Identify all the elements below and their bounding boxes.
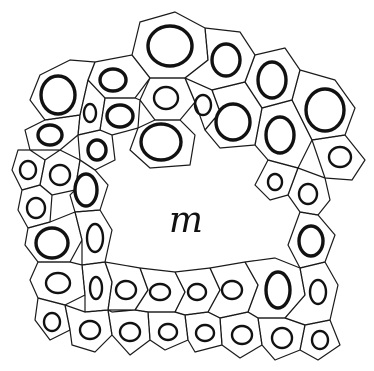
cell-lumen (120, 323, 140, 341)
cell-lumen (38, 125, 62, 145)
cell-lumen (196, 325, 214, 341)
cell-lumen (87, 224, 103, 252)
cell-wall (255, 160, 298, 200)
cell-lumen (148, 26, 192, 66)
cell-lumen (88, 140, 106, 160)
cell-wall (185, 28, 255, 90)
cell-lumen (312, 331, 328, 349)
cell-lumen (272, 328, 292, 348)
cell-wall (205, 82, 262, 148)
cell-lumen (41, 76, 75, 114)
cell-lumen (258, 62, 286, 98)
cell-lumen (44, 313, 60, 331)
cell-wall (148, 312, 188, 350)
cell-lumen (266, 272, 290, 308)
cell-lumen (154, 87, 178, 109)
cell-lumens (20, 26, 351, 349)
cell-lumen (150, 284, 170, 300)
cell-wall (108, 310, 150, 355)
cell-wall (78, 130, 115, 170)
cell-wall (220, 312, 262, 358)
cell-lumen (46, 273, 70, 293)
cell-wall (35, 298, 70, 340)
cell-lumen (306, 89, 344, 131)
cell-lumen (268, 174, 282, 190)
cell-wall (255, 100, 312, 168)
cell-wall (132, 12, 208, 78)
cell-lumen (75, 174, 97, 206)
cell-lumen (329, 147, 351, 167)
cell-wall (288, 212, 335, 268)
cell-wall (258, 318, 305, 360)
cell-lumen (100, 69, 126, 91)
cell-lumen (159, 324, 177, 340)
center-label: m (169, 200, 203, 241)
cell-lumen (84, 104, 96, 122)
cell-lumen (266, 117, 294, 153)
cell-wall (312, 135, 365, 180)
cell-lumen (80, 321, 100, 339)
cell-lumen (299, 184, 317, 204)
cell-wall (105, 262, 148, 312)
cell-lumen (232, 326, 252, 344)
cell-wall (300, 320, 340, 360)
cell-wall (75, 210, 112, 265)
cell-wall (65, 305, 112, 352)
cell-lumen (27, 198, 45, 218)
cell-wall (18, 185, 52, 228)
cell-lumen (299, 226, 323, 256)
cell-lumen (216, 104, 250, 140)
cell-wall (135, 268, 185, 312)
cell-lumen (50, 165, 70, 185)
cell-wall (185, 312, 222, 352)
cell-lumen (188, 284, 206, 300)
cell-lumen (107, 105, 133, 127)
cell-lumen (90, 277, 102, 299)
cell-lumen (141, 124, 181, 160)
cell-wall (25, 212, 82, 262)
cell-lumen (36, 228, 68, 258)
cell-lumen (195, 95, 211, 115)
cell-wall (285, 262, 338, 325)
cell-wall (208, 262, 258, 318)
cell-lumen (222, 281, 242, 299)
cell-wall (140, 78, 195, 120)
cell-lumen (310, 280, 326, 304)
cell-lumen (212, 44, 240, 76)
cell-lumen (116, 281, 136, 299)
cell-lumen (20, 161, 36, 179)
